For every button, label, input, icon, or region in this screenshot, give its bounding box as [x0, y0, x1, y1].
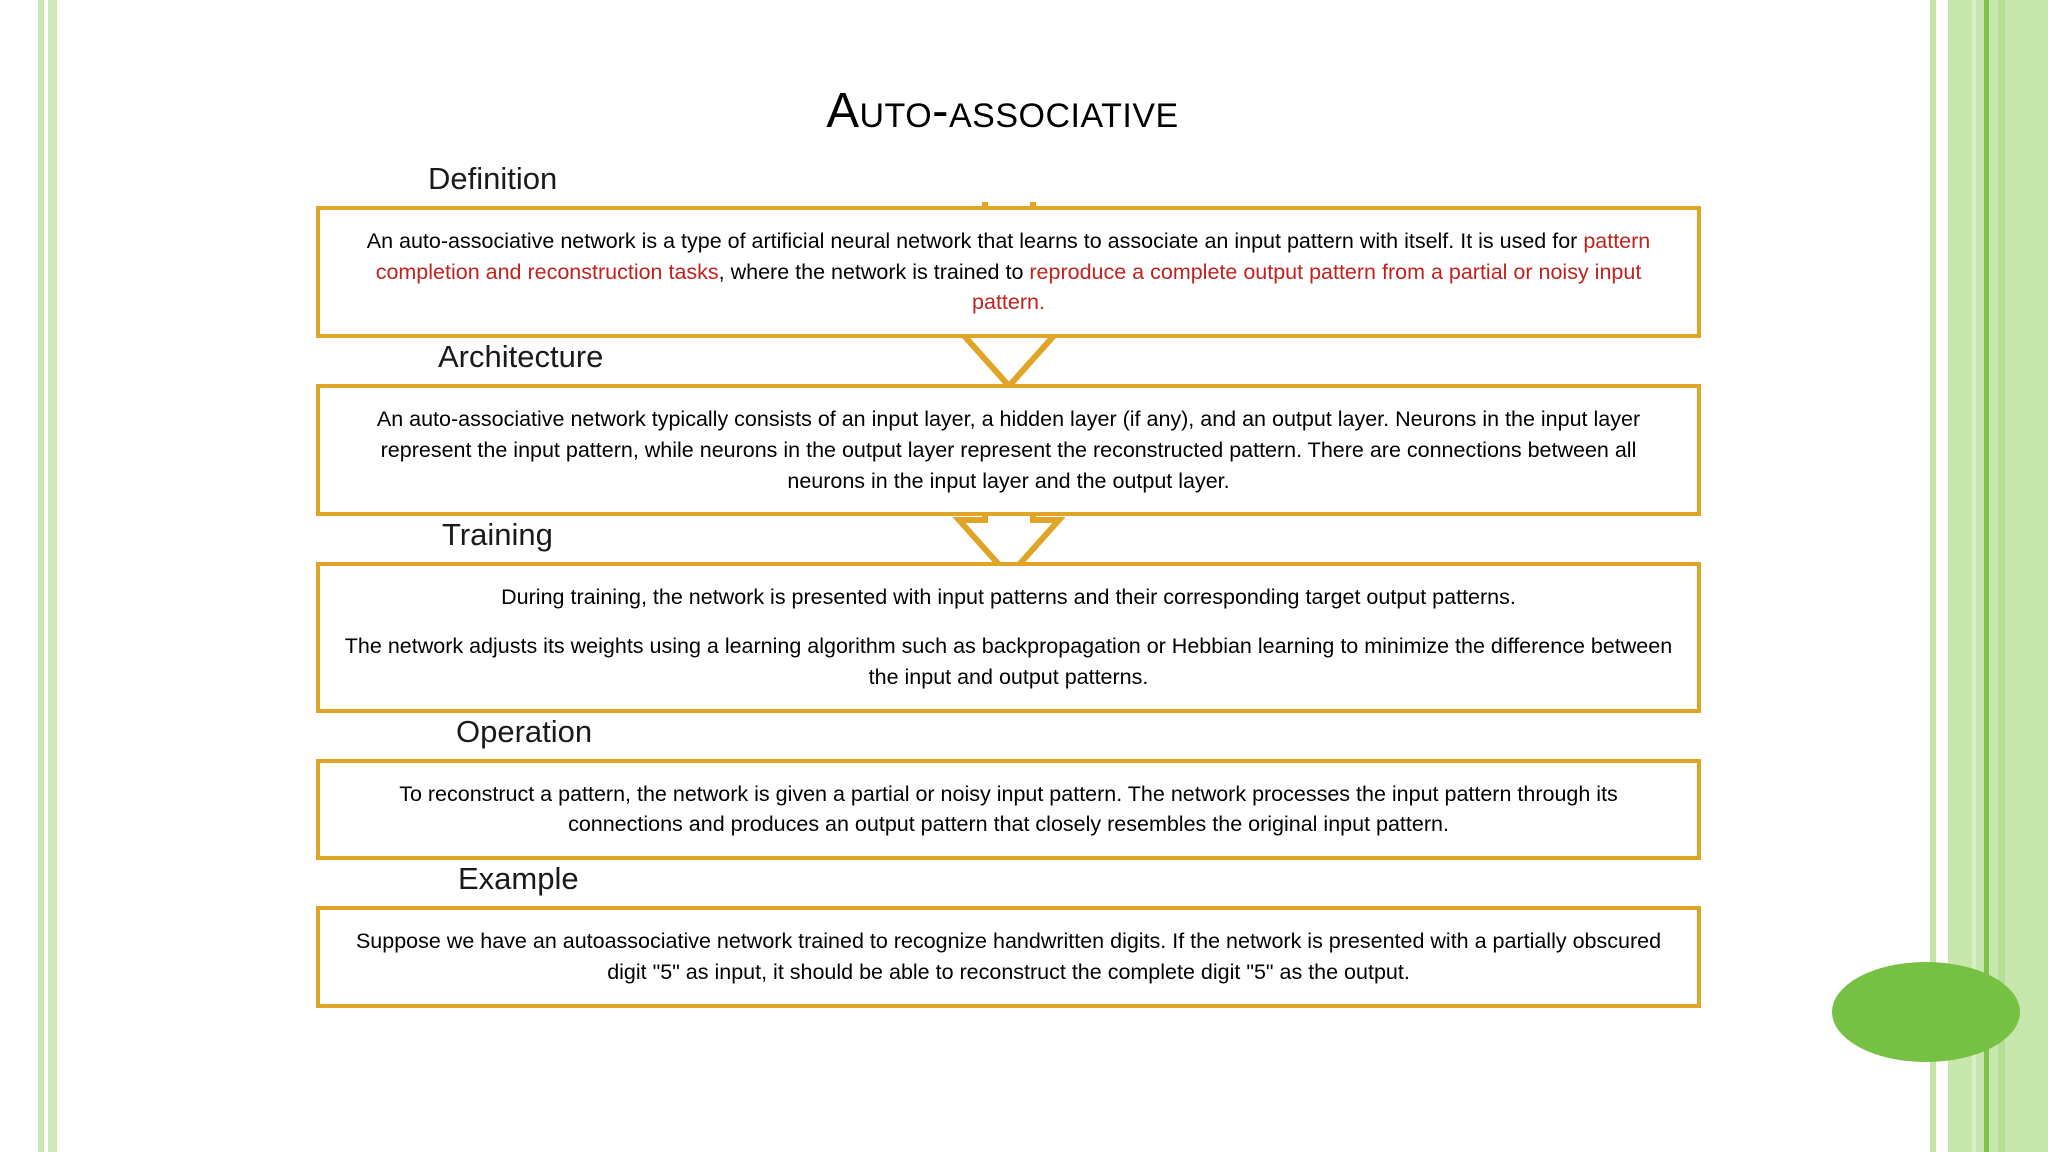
section-operation: Operation To reconstruct a pattern, the n…: [316, 713, 1701, 861]
section-box-operation: To reconstruct a pattern, the network is…: [316, 758, 1701, 861]
left-stripe-wide: [48, 0, 57, 1152]
highlighted-text-run: reproduce a complete output pattern from…: [972, 259, 1642, 315]
text-run: An auto-associative network is a type of…: [366, 229, 1584, 253]
section-architecture: Architecture An auto-associative network …: [316, 338, 1701, 517]
section-box-definition: An auto-associative network is a type of…: [316, 206, 1701, 339]
text-run: To reconstruct a pattern, the network is…: [399, 781, 1618, 837]
section-label-architecture: Architecture: [438, 339, 604, 375]
section-box-example: Suppose we have an autoassociative netwo…: [316, 906, 1701, 1008]
section-paragraph: An auto-associative network is a type of…: [342, 226, 1675, 318]
section-paragraph: During training, the network is presente…: [342, 582, 1675, 613]
highlighted-text-run: pattern completion and reconstruction ta…: [375, 229, 1651, 284]
text-run: An auto-associative network typically co…: [376, 407, 1641, 493]
section-label-training: Training: [442, 517, 553, 553]
section-stack: Definition An auto-associative network is…: [316, 160, 1701, 1008]
right-stripe-6: [2012, 0, 2048, 1152]
text-run: During training, the network is presente…: [501, 585, 1516, 610]
section-box-architecture: An auto-associative network typically co…: [316, 384, 1701, 517]
text-run: The network adjusts its weights using a …: [344, 634, 1673, 689]
green-ellipse-accent: [1832, 962, 2020, 1062]
section-definition: Definition An auto-associative network is…: [316, 160, 1701, 339]
section-paragraph: An auto-associative network typically co…: [342, 404, 1675, 496]
left-stripe-thin: [38, 0, 44, 1152]
section-box-training: During training, the network is presente…: [316, 562, 1701, 713]
text-run: Suppose we have an autoassociative netwo…: [355, 929, 1662, 984]
right-decorative-stripes: [1928, 0, 2048, 1152]
right-stripe-1: [1930, 0, 1936, 1152]
right-stripe-4: [1984, 0, 1989, 1152]
page-title: Auto-associative: [826, 83, 1179, 138]
left-stripe-gap: [45, 0, 48, 1152]
right-stripe-5: [1998, 0, 2005, 1152]
section-paragraph: The network adjusts its weights using a …: [342, 631, 1675, 692]
section-label-operation: Operation: [456, 713, 593, 749]
right-stripe-3: [1972, 0, 1976, 1152]
section-label-definition: Definition: [428, 161, 558, 196]
left-decorative-stripes: [0, 0, 57, 1152]
text-run: , where the network is trained to: [718, 259, 1030, 284]
section-paragraph: To reconstruct a pattern, the network is…: [342, 779, 1675, 840]
section-paragraph: Suppose we have an autoassociative netwo…: [342, 926, 1675, 987]
section-label-example: Example: [458, 861, 579, 897]
